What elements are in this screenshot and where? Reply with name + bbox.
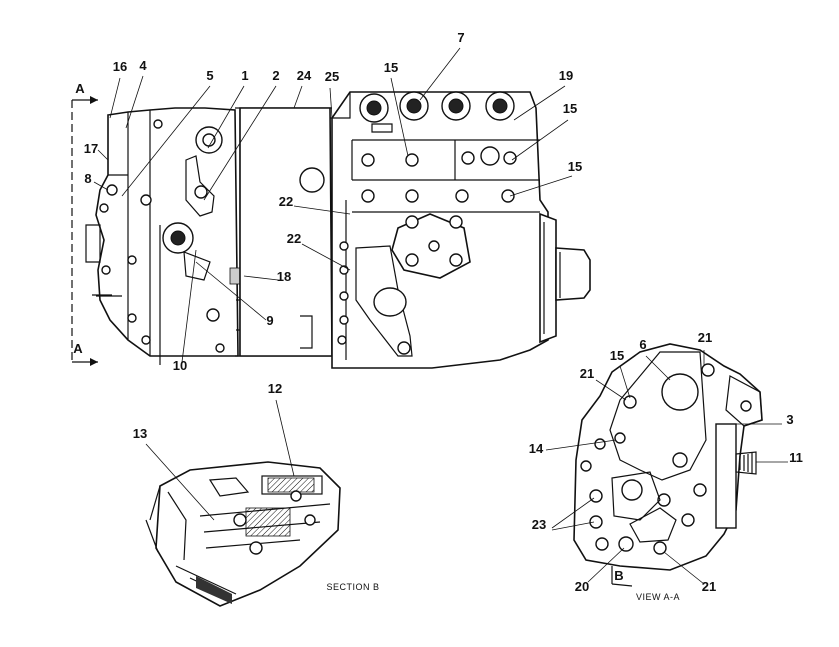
callout-21: 21 (698, 330, 712, 345)
callout-6: 6 (639, 337, 646, 352)
callout-4: 4 (139, 58, 147, 73)
callout-20: 20 (575, 579, 589, 594)
callout-8: 8 (84, 171, 91, 186)
section-marker-a: A (75, 81, 85, 96)
callout-12: 12 (268, 381, 282, 396)
callout-15: 15 (610, 348, 624, 363)
callout-15: 15 (384, 60, 398, 75)
callout-2: 2 (272, 68, 279, 83)
callout-22: 22 (287, 231, 301, 246)
callout-21: 21 (702, 579, 716, 594)
callout-15: 15 (563, 101, 577, 116)
callout-3: 3 (786, 412, 793, 427)
callout-11: 11 (789, 450, 803, 465)
callout-23: 23 (532, 517, 546, 532)
callout-14: 14 (529, 441, 544, 456)
callout-5: 5 (206, 68, 213, 83)
section-marker-a: A (73, 341, 83, 356)
section-marker-b: B (614, 568, 623, 583)
caption-1: VIEW A-A (636, 592, 680, 602)
section-line-a-a (71, 96, 98, 366)
section-b-drawing (145, 461, 341, 607)
callout-25: 25 (325, 69, 339, 84)
callout-15: 15 (568, 159, 582, 174)
callout-18: 18 (277, 269, 291, 284)
caption-0: SECTION B (326, 582, 379, 592)
callout-22: 22 (279, 194, 293, 209)
callout-7: 7 (457, 30, 464, 45)
callout-1: 1 (241, 68, 248, 83)
callout-9: 9 (266, 313, 273, 328)
caption-layer: SECTION B VIEW A-A (326, 582, 680, 602)
callout-19: 19 (559, 68, 573, 83)
callout-10: 10 (173, 358, 187, 373)
section-marker-layer: A A B (73, 81, 623, 583)
callout-13: 13 (133, 426, 147, 441)
callout-16: 16 (113, 59, 127, 74)
callout-21: 21 (580, 366, 594, 381)
callout-17: 17 (84, 141, 98, 156)
pump-assembly-drawing (85, 91, 591, 369)
view-a-a-drawing (573, 343, 763, 587)
callout-24: 24 (297, 68, 312, 83)
leader-lines (93, 47, 788, 585)
